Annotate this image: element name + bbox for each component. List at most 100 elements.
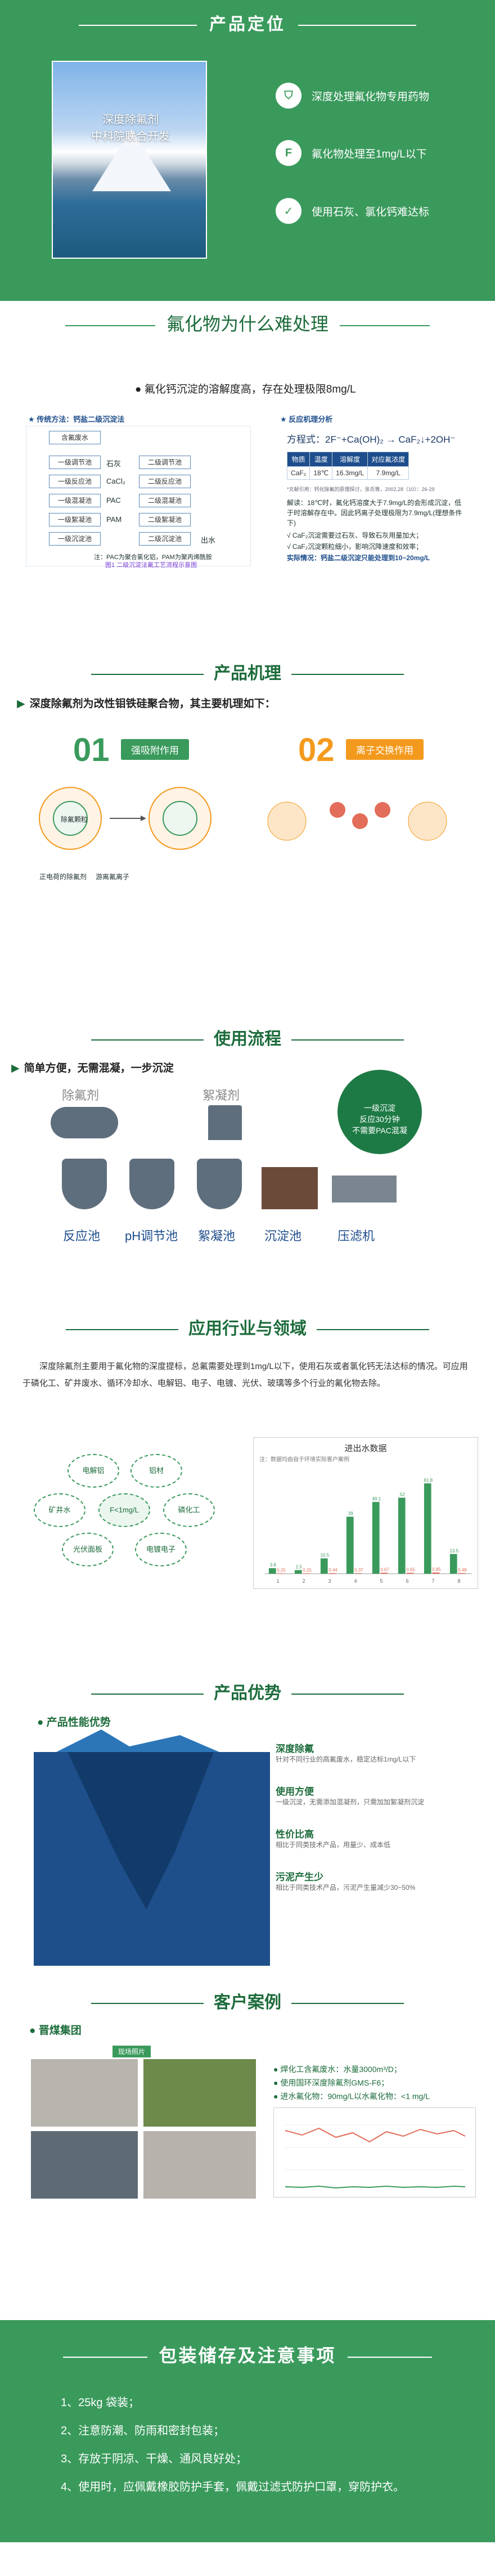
- iceberg-base: [68, 1752, 214, 1910]
- flow-label: 出水: [201, 536, 216, 544]
- bar-value-label: 0.67: [380, 1567, 389, 1572]
- table-header: 对应氟浓度: [367, 452, 410, 467]
- mechanism-number: 01: [73, 732, 110, 768]
- storage-note: 4、使用时，应佩戴橡胶防护手套，佩戴过滤式防护口罩，穿防护衣。: [61, 2481, 405, 2493]
- f-icon: F: [276, 140, 302, 166]
- advantage-text: 针对不同行业的高氟废水，稳定达标1mg/L以下: [276, 1755, 416, 1763]
- bar: [380, 1573, 388, 1574]
- bar-value-label: 13.5: [449, 1548, 458, 1553]
- advantage-title: 深度除氟: [276, 1744, 314, 1754]
- bar-value-label: 0.48: [458, 1568, 467, 1573]
- x-tick-label: 1: [276, 1578, 279, 1584]
- feature-2: F 氟化物处理至1mg/L以下: [276, 140, 427, 166]
- bar-value-label: 10.5: [320, 1553, 329, 1558]
- why-difficult-section: 氟化物为什么难处理 ● 氟化钙沉淀的溶解度高，存在处理极限8mg/L ★ 传统方…: [0, 301, 495, 647]
- analysis-point: √ CaF₂沉淀需要过石灰、导致石灰用量加大；: [287, 532, 423, 539]
- reaction-equation: 方程式：2F⁻+Ca(OH)₂ → CaF₂↓+2OH⁻: [287, 434, 456, 445]
- storage-note: 3、存放于阴凉、干燥、通风良好处；: [61, 2453, 248, 2465]
- flow-label: 石灰: [106, 460, 122, 468]
- bar-value-label: 0.25: [277, 1568, 286, 1573]
- bar: [406, 1573, 414, 1574]
- site-photo: [143, 2131, 256, 2199]
- diagram-label: 正电荷的除氟剂: [39, 873, 87, 881]
- bar: [294, 1570, 302, 1574]
- table-header: 溶解度: [332, 452, 368, 467]
- flow-diagram: 含氟废水 一级调节池 石灰 一级反应池 CaCl₂ 一级混凝池 PAC 一级絮凝…: [26, 426, 251, 569]
- section-title-cases: 客户案例: [0, 1988, 495, 2013]
- process-badge: 一级沉淀 反应30分钟 不需要PAC混凝: [338, 1070, 422, 1154]
- feature-1: ⛉ 深度处理氟化物专用药物: [276, 83, 429, 109]
- ion-exchange-core: [267, 801, 307, 841]
- site-photo: [31, 2059, 138, 2127]
- case-line-chart: [273, 2107, 476, 2197]
- product-image: 深度除氟剂 中科院联合开发: [52, 61, 207, 259]
- ion: [352, 813, 368, 829]
- cases-section: 客户案例 ● 晋煤集团 现场照片 ● 焊化工含氟废水：水量3000m³/D； ●…: [0, 1988, 495, 2320]
- bar: [449, 1553, 457, 1574]
- filter-press: [332, 1176, 397, 1203]
- flow-step: 二级调节池: [139, 456, 191, 469]
- mechanism-number: 02: [298, 732, 335, 768]
- step-label: pH调节池: [125, 1229, 178, 1243]
- product-caption: 深度除氟剂 中科院联合开发: [91, 114, 170, 143]
- flow-label: PAM: [106, 515, 122, 524]
- chart-title: 进出水数据: [344, 1444, 387, 1453]
- diagram-label: 游离氟离子: [96, 873, 130, 881]
- table-header: 物质: [286, 452, 310, 467]
- advantage-title: 污泥产生少: [276, 1872, 323, 1883]
- analysis-point: 实际情况：钙盐二级沉淀只能处理到10~20mg/L: [287, 554, 430, 562]
- section-title-industries: 应用行业与领域: [0, 1314, 495, 1339]
- solubility-table: 物质 温度 溶解度 对应氟浓度 CaF₂ 18℃ 16.3mg/L 7.9mg/…: [286, 452, 410, 480]
- storage-note: 1、25kg 袋装；: [61, 2397, 140, 2409]
- feature-text: 使用石灰、氯化钙难达标: [312, 206, 430, 218]
- bar-value-label: 0.44: [328, 1568, 338, 1573]
- line-chart-svg: [285, 2124, 466, 2189]
- feature-text: 氟化物处理至1mg/L以下: [312, 148, 427, 160]
- bar-value-label: 0.37: [354, 1568, 363, 1573]
- product-positioning-section: 产品定位 深度除氟剂 中科院联合开发 ⛉ 深度处理氟化物专用药物 F 氟化物处理…: [0, 0, 495, 301]
- agent-silo: [208, 1105, 242, 1140]
- flow-step: 二级反应池: [139, 475, 191, 488]
- bar-value-label: 39: [348, 1511, 353, 1516]
- chart-subtitle: 注：数据均由自于环境实际客户案例: [259, 1457, 349, 1463]
- inflow-line: [285, 2127, 466, 2143]
- bar: [268, 1568, 276, 1574]
- flow-step: 二级沉淀池: [139, 532, 191, 546]
- bar: [346, 1516, 354, 1574]
- mechanism-tag: 离子交换作用: [346, 739, 424, 760]
- x-tick-label: 2: [302, 1578, 305, 1584]
- section-title-process: 使用流程: [0, 1025, 495, 1050]
- badge-line: 不需要PAC混凝: [352, 1126, 407, 1135]
- table-cell: 18℃: [309, 466, 333, 480]
- analysis-title: ★ 反应机理分析: [280, 415, 333, 424]
- mechanism-tag: 强吸附作用: [121, 739, 189, 760]
- site-photo: [143, 2059, 256, 2127]
- step-label: 反应池: [63, 1229, 101, 1243]
- storage-note: 2、注意防潮、防雨和密封包装；: [61, 2425, 225, 2437]
- bar-value-label: 0.25: [303, 1568, 312, 1573]
- check-icon: ✓: [276, 198, 302, 224]
- shield-icon: ⛉: [276, 83, 302, 109]
- table-cell: CaF₂: [286, 466, 310, 480]
- flow-step: 一级沉淀池: [49, 532, 101, 546]
- flow-step: 一级调节池: [49, 456, 101, 469]
- industries-section: 应用行业与领域 深度除氟剂主要用于氟化物的深度提标，总氟需要处理到1mg/L以下…: [0, 1302, 495, 1673]
- bar: [277, 1573, 285, 1574]
- mechanism-diagram: [39, 787, 447, 850]
- reactor-tank: [129, 1159, 174, 1209]
- analysis-text: 解读：18℃时，氟化钙溶度大于7.9mg/L的会形成沉淀，低于时溶解存在中。因此…: [287, 499, 462, 527]
- particle-label: 除氟颗粒: [61, 816, 88, 823]
- flow-label: CaCl₂: [106, 477, 125, 485]
- table-cell: 7.9mg/L: [367, 466, 410, 480]
- case-line: ● 焊化工含氟废水：水量3000m³/D；: [273, 2065, 402, 2074]
- mountain-graphic: [92, 129, 171, 191]
- section-title-mechanism: 产品机理: [0, 659, 495, 684]
- industry-node: 铝材: [130, 1454, 182, 1488]
- industry-node: 矿井水: [34, 1493, 86, 1527]
- section-title-storage: 包装储存及注意事项: [0, 2341, 495, 2367]
- mechanism-lead: ▶深度除氟剂为改性钼铁硅聚合物，其主要机理如下：: [17, 698, 276, 710]
- bar-value-label: 2.5: [296, 1565, 303, 1570]
- step-label: 絮凝池: [198, 1229, 236, 1243]
